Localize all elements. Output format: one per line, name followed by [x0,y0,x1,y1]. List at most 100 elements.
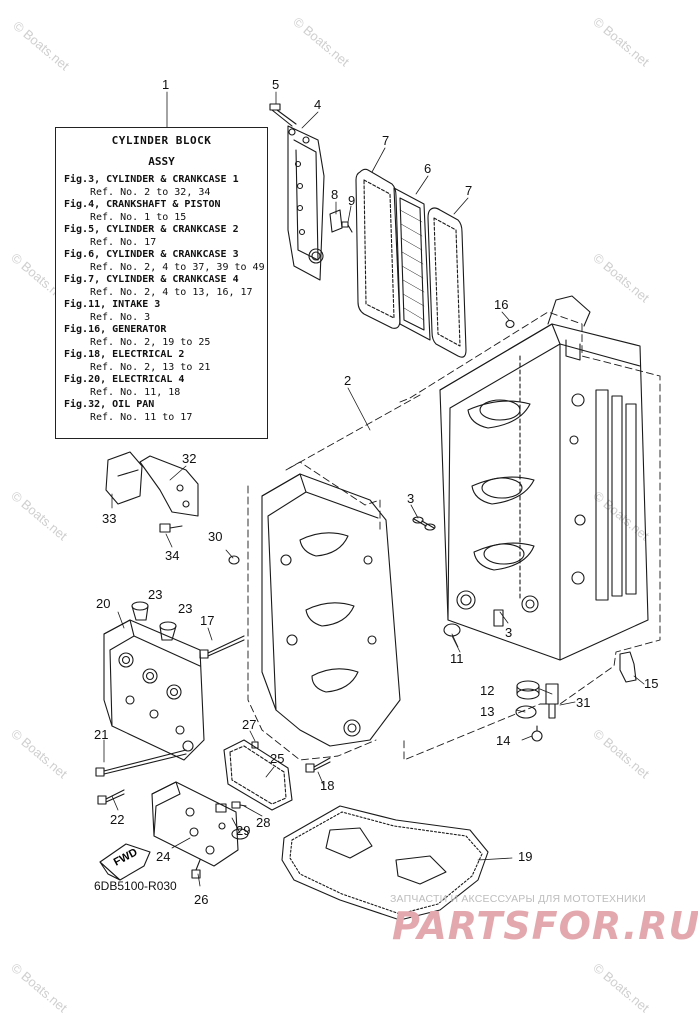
callout-14[interactable]: 14 [496,733,511,748]
legend-fig-line: Fig.5, CYLINDER & CRANKCASE 2 [64,224,239,235]
callout-7[interactable]: 7 [465,183,473,198]
screw-part-9 [341,221,353,233]
bracket-part-32 [139,455,199,517]
callout-5[interactable]: 5 [272,77,280,92]
legend-fig-line: Fig.11, INTAKE 3 [64,299,161,310]
legend-title: CYLINDER BLOCK [111,134,212,147]
legend-fig-line: Fig.20, ELECTRICAL 4 [64,374,185,385]
oring-part-30 [228,555,240,565]
callout-9[interactable]: 9 [348,193,356,208]
brand-tagline: ЗАПЧАСТИ И АКСЕССУАРЫ ДЛЯ МОТОТЕХНИКИ [390,893,646,905]
legend-ref-line: Ref. No. 11, 18 [90,386,181,398]
legend-fig-line: Fig.16, GENERATOR [64,324,167,335]
cover-part-33 [105,451,143,505]
callout-24[interactable]: 24 [156,849,171,864]
callout-34[interactable]: 34 [165,548,180,563]
cylinder-block-part-2 [439,295,649,661]
callout-21[interactable]: 21 [94,727,109,742]
callout-3[interactable]: 3 [407,491,415,506]
plate-part-6 [393,187,431,341]
legend-fig-line: Fig.18, ELECTRICAL 2 [64,349,185,360]
legend-fig-line: Fig.6, CYLINDER & CRANKCASE 3 [64,249,239,260]
legend-ref-line: Ref. No. 17 [90,236,157,248]
assembly-outline [247,311,661,761]
callout-32[interactable]: 32 [182,451,197,466]
legend-box: CYLINDER BLOCK ASSY Fig.3, CYLINDER & CR… [55,127,268,439]
oring-part-11 [443,623,461,637]
callout-18[interactable]: 18 [320,778,335,793]
callout-30[interactable]: 30 [208,529,223,544]
sensor-part-15 [619,651,637,683]
callout-13[interactable]: 13 [480,704,495,719]
callout-7[interactable]: 7 [382,133,390,148]
fwd-arrow [99,843,151,881]
legend-ref-line: Ref. No. 2, 4 to 13, 16, 17 [90,286,253,298]
dowel-pin-part-3-upper [412,516,436,531]
leader-lines [103,91,645,887]
bolt-part-18 [305,757,331,773]
bolt-part-26 [191,859,201,879]
callout-2[interactable]: 2 [344,373,352,388]
legend-ref-line: Ref. No. 11 to 17 [90,411,193,423]
legend-subtitle: ASSY [148,155,175,168]
callout-22[interactable]: 22 [110,812,125,827]
callout-3[interactable]: 3 [505,625,513,640]
callout-26[interactable]: 26 [194,892,209,907]
legend-list: Fig.3, CYLINDER & CRANKCASE 1 Ref. No. 2… [56,174,267,424]
plug-part-23-b [159,621,177,641]
diagram-code: 6DB5100-R030 [94,879,177,893]
clip-part-8 [329,209,343,233]
callout-20[interactable]: 20 [96,596,111,611]
legend-ref-line: Ref. No. 2, 19 to 25 [90,336,211,348]
callout-17[interactable]: 17 [200,613,215,628]
exploded-parts-diagram: FWD [95,91,661,921]
legend-ref-line: Ref. No. 2 to 32, 34 [90,186,211,198]
pin-part-27 [251,741,259,749]
plug-part-23-a [131,601,149,621]
oring-part-16 [505,319,515,329]
callout-19[interactable]: 19 [518,849,533,864]
callout-33[interactable]: 33 [102,511,117,526]
bolt-part-14 [531,725,543,742]
bolt-part-34 [159,523,183,533]
legend-ref-line: Ref. No. 1 to 15 [90,211,187,223]
plug-part-12 [516,680,540,700]
gasket-part-7-right [427,207,467,358]
callout-8[interactable]: 8 [331,187,339,202]
gasket-part-7-left [355,168,401,329]
gasket-part-25 [223,739,293,811]
callout-16[interactable]: 16 [494,297,509,312]
crankcase [261,473,401,747]
brand-logo: PARTSFOR.RU [392,904,698,948]
legend-ref-line: Ref. No. 2, 13 to 21 [90,361,211,373]
callout-23[interactable]: 23 [178,601,193,616]
callout-1[interactable]: 1 [162,77,170,92]
callout-11[interactable]: 11 [450,651,464,666]
callout-12[interactable]: 12 [480,683,495,698]
callout-4[interactable]: 4 [314,97,322,112]
callout-6[interactable]: 6 [424,161,432,176]
legend-fig-line: Fig.3, CYLINDER & CRANKCASE 1 [64,174,239,185]
callout-23[interactable]: 23 [148,587,163,602]
gasket-part-19 [281,805,489,921]
bolt-part-28 [231,801,247,809]
cover-part-24 [151,781,239,867]
callout-29[interactable]: 29 [236,823,251,838]
callout-28[interactable]: 28 [256,815,271,830]
fwd-label: FWD [112,846,140,868]
oring-part-13 [515,705,537,719]
callout-25[interactable]: 25 [270,751,285,766]
bolt-part-17 [199,635,245,659]
bolt-part-21 [95,749,187,777]
legend-fig-line: Fig.32, OIL PAN [64,399,155,410]
legend-fig-line: Fig.4, CRANKSHAFT & PISTON [64,199,221,210]
legend-fig-line: Fig.7, CYLINDER & CRANKCASE 4 [64,274,239,285]
fitting-part-31 [545,683,559,719]
bolt-part-22 [97,789,125,805]
callout-31[interactable]: 31 [576,695,591,710]
callout-27[interactable]: 27 [242,717,257,732]
legend-ref-line: Ref. No. 3 [90,311,151,323]
fitting-part-29 [215,803,249,840]
cylinder-head-part-20 [103,619,205,761]
callout-15[interactable]: 15 [644,676,659,691]
